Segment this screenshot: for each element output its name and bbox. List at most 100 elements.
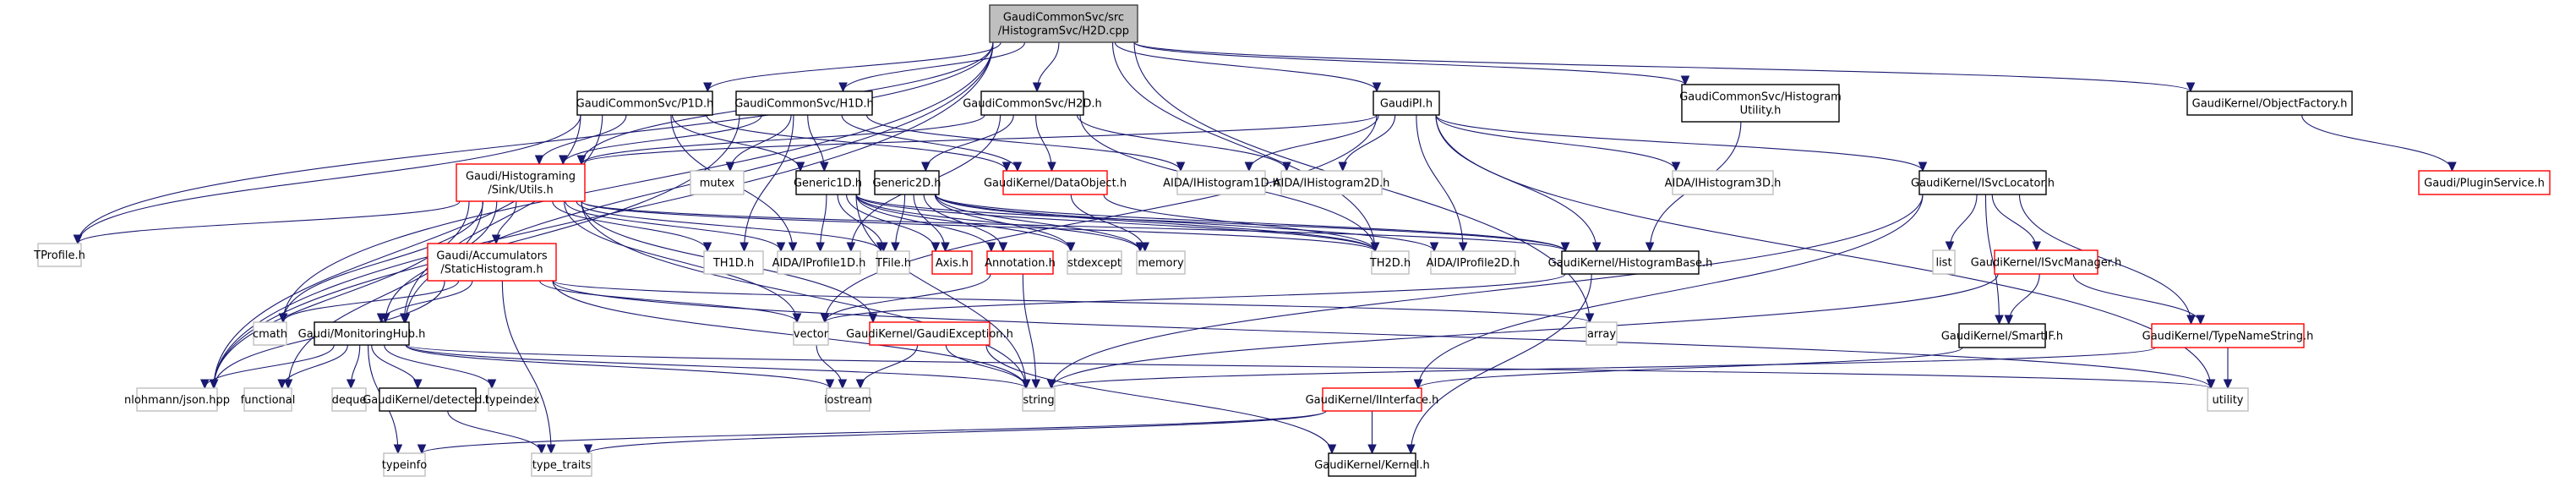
edge-iinterface-to-typeinfo (421, 410, 1327, 454)
node-label: GaudiKernel/HistogramBase.h (1548, 257, 1713, 270)
node-label: typeindex (485, 394, 540, 407)
node-typetraits[interactable]: type_traits (531, 452, 592, 477)
edge-h1d-to-th1d (743, 114, 794, 252)
node-th2d[interactable]: TH2D.h (1369, 250, 1411, 275)
node-iostream[interactable]: iostream (824, 387, 872, 412)
node-mutex[interactable]: mutex (690, 170, 745, 195)
arrowhead-utility (2206, 379, 2216, 390)
arrowhead-string (1021, 379, 1031, 390)
node-box (331, 387, 367, 412)
edge-gaudiexc-to-iostream (860, 344, 919, 389)
node-ihist2d[interactable]: AIDA/IHistogram2D.h (1274, 170, 1390, 195)
node-label: string (1023, 394, 1054, 407)
node-objfactory[interactable]: GaudiKernel/ObjectFactory.h (2186, 90, 2353, 116)
node-box (379, 387, 477, 412)
node-statichist[interactable]: Gaudi/Accumulators/StaticHistogram.h (427, 243, 557, 282)
node-h2d[interactable]: GaudiCommonSvc/H2D.h (963, 90, 1102, 116)
edge-utils-to-cmath (282, 200, 484, 323)
node-label: stdexcept (1067, 257, 1122, 270)
node-generic1d[interactable]: Generic1D.h (794, 170, 862, 195)
edge-monhub-to-json (204, 344, 335, 389)
node-deque[interactable]: deque (331, 387, 367, 412)
node-functional[interactable]: functional (241, 387, 296, 412)
node-label: Annotation.h (985, 257, 1056, 270)
edge-utils-to-iprofile1d (565, 200, 782, 252)
node-cmath[interactable]: cmath (253, 321, 287, 346)
node-label: GaudiKernel/GaudiException.h (846, 328, 1013, 341)
node-box (37, 243, 82, 267)
node-label: GaudiKernel/detected.h (363, 394, 493, 407)
node-generic2d[interactable]: Generic2D.h (872, 170, 941, 195)
arrowhead-iprofile1d (816, 242, 825, 253)
node-vector[interactable]: vector (793, 321, 829, 346)
arrowhead-annotation (998, 242, 1008, 253)
node-box (876, 250, 910, 275)
arrowhead-monhub (399, 313, 409, 324)
node-h1d[interactable]: GaudiCommonSvc/H1D.h (734, 90, 874, 116)
arrowhead-tprofile (73, 234, 83, 245)
node-monhub[interactable]: Gaudi/MonitoringHub.h (298, 321, 426, 346)
node-label: vector (794, 328, 829, 341)
node-utils[interactable]: Gaudi/Histograming/Sink/Utils.h (456, 163, 586, 202)
arrowhead-th2d (1370, 242, 1380, 253)
node-iprofile2d[interactable]: AIDA/IProfile2D.h (1427, 250, 1520, 275)
arrowhead-isvcmanager (2032, 241, 2042, 252)
node-label: GaudiKernel/DataObject.h (984, 178, 1127, 190)
node-tprofile[interactable]: TProfile.h (33, 243, 85, 267)
node-stdexcept[interactable]: stdexcept (1067, 250, 1122, 275)
arrowhead-iprofile1d (846, 242, 856, 253)
node-dataobject[interactable]: GaudiKernel/DataObject.h (984, 170, 1127, 195)
node-label: GaudiCommonSvc/P1D.h (576, 98, 714, 111)
arrowhead-utils (559, 155, 568, 166)
node-typeindex[interactable]: typeindex (485, 387, 540, 412)
edge-gaudipi-to-ihist1d (1248, 114, 1379, 172)
node-label: list (1935, 257, 1951, 270)
edge-isvclocator-to-iinterface (1417, 194, 1924, 389)
node-smartif[interactable]: GaudiKernel/SmartIF.h (1941, 323, 2063, 348)
node-detected[interactable]: GaudiKernel/detected.h (363, 387, 493, 412)
node-iprofile1d[interactable]: AIDA/IProfile1D.h (772, 250, 866, 275)
node-gaudipi[interactable]: GaudiPI.h (1373, 90, 1440, 116)
node-pluginsvc[interactable]: Gaudi/PluginService.h (2418, 170, 2551, 195)
node-isvclocator[interactable]: GaudiKernel/ISvcLocator.h (1911, 170, 2055, 195)
node-kernel[interactable]: GaudiKernel/Kernel.h (1314, 452, 1430, 477)
arrowhead-iprofile2d (1429, 242, 1439, 253)
arrowhead-ihist3d (1671, 162, 1681, 173)
node-annotation[interactable]: Annotation.h (985, 250, 1056, 275)
node-ihist3d[interactable]: AIDA/IHistogram3D.h (1665, 170, 1782, 195)
node-th1d[interactable]: TH1D.h (703, 250, 764, 275)
edge-h1d-to-dataobject (841, 114, 1018, 172)
node-axis[interactable]: Axis.h (931, 250, 973, 275)
arrowhead-iprofile1d (788, 242, 798, 253)
node-label: GaudiCommonSvc/src (1003, 12, 1124, 25)
node-ihist1d[interactable]: AIDA/IHistogram1D.h (1163, 170, 1280, 195)
node-p1d[interactable]: GaudiCommonSvc/P1D.h (576, 90, 714, 116)
node-string[interactable]: string (1022, 387, 1056, 412)
node-list[interactable]: list (1932, 249, 1956, 275)
edge-isvcmanager-to-string (1051, 273, 1999, 389)
node-box (243, 387, 292, 412)
node-typenamestr[interactable]: GaudiKernel/TypeNameString.h (2142, 323, 2314, 348)
node-utility[interactable]: utility (2207, 387, 2249, 412)
edge-h1d-to-utils (562, 114, 762, 165)
node-typeinfo[interactable]: typeinfo (382, 452, 427, 477)
edge-isvclocator-to-smartif (1984, 194, 2000, 325)
node-json[interactable]: nlohmann/json.hpp (124, 387, 230, 412)
node-memory[interactable]: memory (1136, 250, 1186, 275)
node-label: Gaudi/MonitoringHub.h (298, 328, 426, 341)
node-iinterface[interactable]: GaudiKernel/IInterface.h (1306, 387, 1439, 412)
node-box (1176, 170, 1266, 195)
node-label: utility (2213, 394, 2244, 407)
node-tfile[interactable]: TFile.h (875, 250, 911, 275)
node-label: AIDA/IHistogram3D.h (1665, 178, 1782, 190)
arrowhead-stdexcept (1066, 242, 1076, 253)
node-histbase[interactable]: GaudiKernel/HistogramBase.h (1548, 250, 1713, 275)
arrowhead-monhub (376, 313, 386, 324)
node-gaudiexc[interactable]: GaudiKernel/GaudiException.h (846, 321, 1013, 346)
node-box (793, 321, 829, 346)
node-root[interactable]: GaudiCommonSvc/src/HistogramSvc/H2D.cpp (989, 4, 1138, 43)
node-array[interactable]: array (1585, 321, 1618, 346)
node-isvcmanager[interactable]: GaudiKernel/ISvcManager.h (1971, 249, 2121, 275)
edge-gaudiexc-to-kernel (985, 344, 1333, 454)
